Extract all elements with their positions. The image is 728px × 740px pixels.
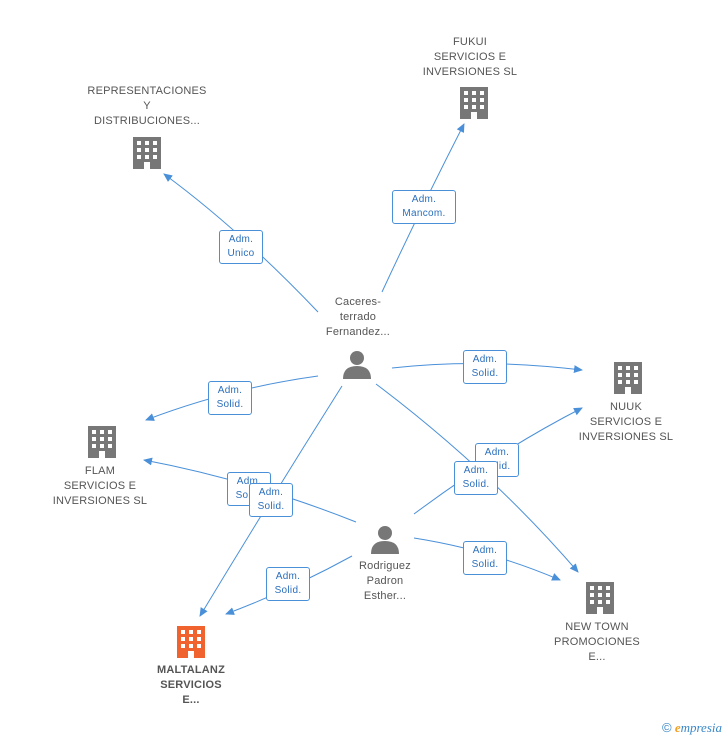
empresia-logo: © empresia	[662, 720, 722, 736]
role-badge-adm-solid-maltalanz: Adm. Solid.	[266, 567, 310, 601]
node-label-nuuk[interactable]: NUUK SERVICIOS E INVERSIONES SL	[578, 401, 674, 443]
role-badge-adm-unico: Adm. Unico	[219, 230, 263, 264]
person-icon-caceres[interactable]	[343, 351, 371, 379]
role-badge-adm-solid-flam-1: Adm. Solid.	[208, 381, 252, 415]
role-badge-adm-solid-nuuk-1: Adm. Solid.	[463, 350, 507, 384]
building-icon-flam[interactable]	[88, 426, 116, 458]
building-icon-representaciones[interactable]	[133, 137, 161, 169]
node-label-flam[interactable]: FLAM SERVICIOS E INVERSIONES SL	[52, 465, 148, 507]
brand-name: mpresia	[680, 720, 722, 735]
node-label-rodriguez[interactable]: Rodriguez Padron Esther...	[359, 560, 411, 602]
node-label-newtown[interactable]: NEW TOWN PROMOCIONES E...	[554, 621, 640, 663]
role-badge-adm-solid-mid: Adm. Solid.	[454, 461, 498, 495]
building-icon-newtown[interactable]	[586, 582, 614, 614]
role-badge-adm-solid-flam-3: Adm. Solid.	[249, 483, 293, 517]
node-label-caceres[interactable]: Caceres- terrado Fernandez...	[325, 296, 391, 338]
building-icon-maltalanz[interactable]	[177, 626, 205, 658]
role-badge-adm-solid-newtown: Adm. Solid.	[463, 541, 507, 575]
node-label-representaciones[interactable]: REPRESENTACIONES Y DISTRIBUCIONES...	[87, 85, 207, 127]
person-icon-rodriguez[interactable]	[371, 526, 399, 554]
node-label-fukui[interactable]: FUKUI SERVICIOS E INVERSIONES SL	[422, 36, 518, 78]
role-badge-adm-mancom: Adm. Mancom.	[392, 190, 456, 224]
brand-e: e	[674, 720, 681, 735]
copyright-symbol: ©	[661, 720, 672, 735]
building-icon-nuuk[interactable]	[614, 362, 642, 394]
building-icon-fukui[interactable]	[460, 87, 488, 119]
node-label-maltalanz[interactable]: MALTALANZ SERVICIOS E...	[157, 664, 225, 706]
